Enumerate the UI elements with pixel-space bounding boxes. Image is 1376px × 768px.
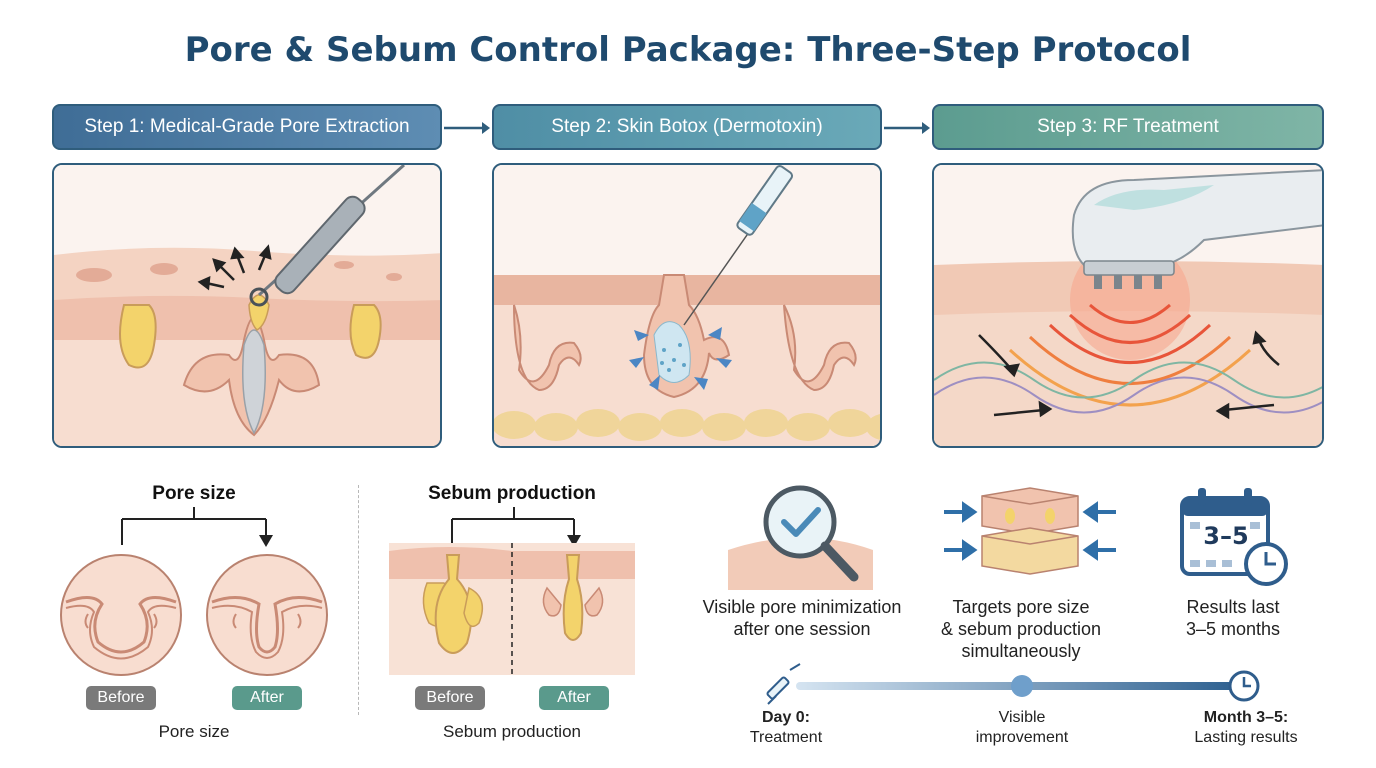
skin-layers-icon: [944, 487, 1116, 575]
timeline-end-bold: Month 3–5:: [1203, 709, 1289, 726]
timeline-end-text: Lasting results: [1194, 729, 1298, 746]
rf-illustration: [932, 163, 1324, 448]
step-2-header: Step 2: Skin Botox (Dermotoxin): [492, 104, 882, 150]
timeline-midpoint-marker: [1011, 675, 1033, 697]
benefit-1-line-2: after one session: [733, 619, 871, 639]
timeline-start-text: Treatment: [749, 729, 823, 746]
benefit-1-line-1: Visible pore minimization: [702, 597, 902, 617]
timeline-start-label: Day 0: Treatment: [726, 708, 846, 748]
timeline-mid-line-2: improvement: [975, 729, 1069, 746]
timeline-mid-label: Visible improvement: [962, 708, 1082, 748]
before-label: Before: [415, 686, 485, 710]
benefit-1-text: Visible pore minimization after one sess…: [680, 596, 924, 640]
clock-icon: [1228, 670, 1260, 702]
benefit-2-line-2: & sebum production: [940, 619, 1102, 639]
comparison-bracket-arrow: [451, 507, 581, 547]
pore-before-icon: [60, 554, 182, 676]
step-2-label: Step 2: Skin Botox (Dermotoxin): [551, 116, 823, 137]
step-1-header: Step 1: Medical-Grade Pore Extraction: [52, 104, 442, 150]
calendar-clock-icon: 3–5: [1180, 486, 1290, 586]
syringe-icon: [766, 663, 801, 705]
sebum-production-title: Sebum production: [428, 483, 596, 504]
sebum-comparison-icon: [389, 543, 635, 675]
step-3-label: Step 3: RF Treatment: [1037, 116, 1219, 137]
step-1-label: Step 1: Medical-Grade Pore Extraction: [84, 116, 410, 137]
after-label: After: [232, 686, 302, 710]
benefit-3-line-1: Results last: [1186, 597, 1280, 617]
benefit-2-line-1: Targets pore size: [952, 597, 1090, 617]
section-divider: [358, 485, 359, 715]
benefit-2-line-3: simultaneously: [961, 641, 1081, 661]
timeline-mid-line-1: Visible: [998, 709, 1046, 726]
syringe-icon: [683, 165, 794, 326]
sebum-production-caption: Sebum production: [443, 722, 581, 741]
pore-size-caption: Pore size: [158, 722, 230, 741]
benefit-3-text: Results last 3–5 months: [1150, 596, 1316, 640]
before-label: Before: [86, 686, 156, 710]
botox-illustration: [492, 163, 882, 448]
timeline-end-label: Month 3–5: Lasting results: [1176, 708, 1316, 748]
benefit-2-text: Targets pore size & sebum production sim…: [906, 596, 1136, 662]
step-3-header: Step 3: RF Treatment: [932, 104, 1324, 150]
rf-device-icon: [1071, 169, 1322, 289]
benefit-3-line-2: 3–5 months: [1185, 619, 1281, 639]
calendar-number: 3–5: [1203, 522, 1249, 550]
arrow-right-icon: [884, 122, 930, 134]
pore-after-icon: [206, 554, 328, 676]
timeline-start-bold: Day 0:: [761, 709, 811, 726]
page-title: Pore & Sebum Control Package: Three-Step…: [184, 30, 1192, 70]
extractor-tool-icon: [249, 165, 406, 307]
magnifier-check-icon: [728, 485, 873, 590]
extraction-illustration: [52, 163, 442, 448]
pore-size-title: Pore size: [152, 483, 236, 504]
arrow-right-icon: [444, 122, 490, 134]
comparison-bracket-arrow: [121, 507, 273, 547]
timeline: [766, 663, 1260, 705]
after-label: After: [539, 686, 609, 710]
